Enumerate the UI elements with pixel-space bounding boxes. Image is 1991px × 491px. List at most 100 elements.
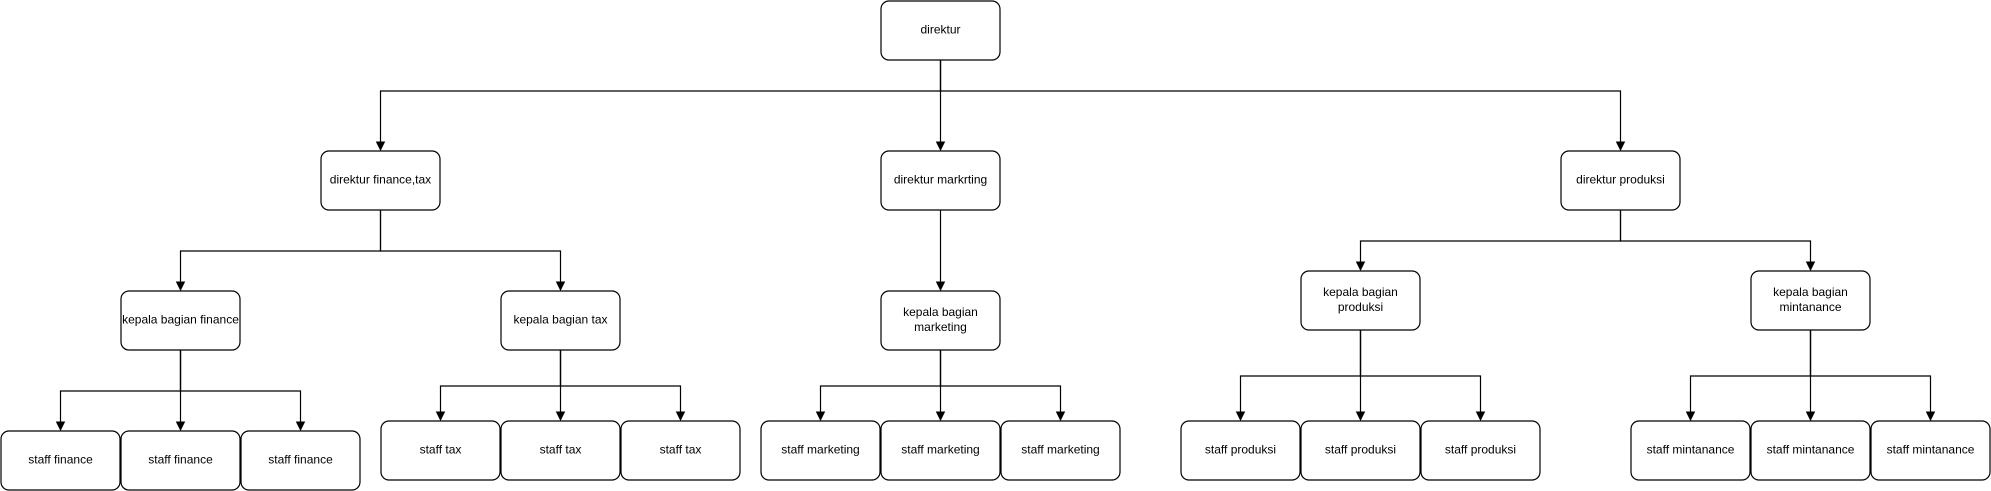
node-box-dir-produksi[interactable] — [1560, 150, 1681, 211]
node-box-staff-marketing-1[interactable] — [760, 420, 881, 481]
node-dir-marketing[interactable]: direktur markrting — [880, 150, 1001, 211]
node-staff-marketing-1[interactable]: staff marketing — [760, 420, 881, 481]
node-box-direktur[interactable] — [880, 0, 1001, 61]
node-box-staff-mintanance-1[interactable] — [1630, 420, 1751, 481]
node-box-staff-finance-3[interactable] — [240, 430, 361, 491]
node-label-staff-mintanance-2: staff mintanance — [1767, 443, 1855, 457]
node-label-line: staff finance — [268, 453, 333, 467]
edge-kb-mintanance-to-staff-mintanance-1 — [1685, 330, 1812, 421]
connector-layer — [55, 60, 1936, 431]
edge-kb-marketing-to-staff-marketing-3 — [939, 350, 1066, 421]
node-box-staff-tax-2[interactable] — [500, 420, 621, 481]
node-label-line: kepala bagian — [903, 305, 978, 319]
node-kb-finance[interactable]: kepala bagian finance — [120, 290, 241, 351]
node-box-staff-mintanance-3[interactable] — [1870, 420, 1991, 481]
node-label-line: marketing — [914, 320, 967, 334]
node-label-dir-produksi: direktur produksi — [1576, 173, 1665, 187]
node-box-staff-mintanance-2[interactable] — [1750, 420, 1871, 481]
node-box-staff-produksi-2[interactable] — [1300, 420, 1421, 481]
node-label-staff-mintanance-3: staff mintanance — [1887, 443, 1975, 457]
node-staff-tax-2[interactable]: staff tax — [500, 420, 621, 481]
node-label-line: staff mintanance — [1647, 443, 1735, 457]
node-staff-produksi-1[interactable]: staff produksi — [1180, 420, 1301, 481]
node-label-staff-marketing-2: staff marketing — [901, 443, 979, 457]
node-box-staff-marketing-3[interactable] — [1000, 420, 1121, 481]
node-box-staff-produksi-1[interactable] — [1180, 420, 1301, 481]
node-staff-tax-3[interactable]: staff tax — [620, 420, 741, 481]
edge-kb-tax-to-staff-tax-1 — [435, 350, 562, 421]
edge-dir-finance-tax-to-kb-finance — [175, 210, 382, 291]
node-staff-finance-1[interactable]: staff finance — [0, 430, 121, 491]
node-label-line: kepala bagian tax — [513, 313, 607, 327]
node-direktur[interactable]: direktur — [880, 0, 1001, 61]
edge-direktur-to-dir-finance-tax — [375, 60, 942, 151]
node-staff-produksi-2[interactable]: staff produksi — [1300, 420, 1421, 481]
node-label-staff-finance-2: staff finance — [148, 453, 213, 467]
edge-kb-finance-to-staff-finance-3 — [179, 350, 306, 431]
node-staff-marketing-3[interactable]: staff marketing — [1000, 420, 1121, 481]
edge-dir-produksi-to-kb-produksi — [1355, 210, 1622, 271]
node-staff-mintanance-2[interactable]: staff mintanance — [1750, 420, 1871, 481]
node-label-staff-marketing-1: staff marketing — [781, 443, 859, 457]
node-box-kb-mintanance[interactable] — [1750, 270, 1871, 331]
node-label-staff-finance-1: staff finance — [28, 453, 93, 467]
node-staff-finance-3[interactable]: staff finance — [240, 430, 361, 491]
edge-dir-finance-tax-to-kb-tax — [379, 210, 566, 291]
node-box-kb-marketing[interactable] — [880, 290, 1001, 351]
node-staff-finance-2[interactable]: staff finance — [120, 430, 241, 491]
node-label-staff-mintanance-1: staff mintanance — [1647, 443, 1735, 457]
node-label-staff-finance-3: staff finance — [268, 453, 333, 467]
node-label-dir-finance-tax: direktur finance,tax — [330, 173, 431, 187]
node-label-staff-tax-2: staff tax — [540, 443, 582, 457]
node-staff-mintanance-1[interactable]: staff mintanance — [1630, 420, 1751, 481]
node-box-staff-produksi-3[interactable] — [1420, 420, 1541, 481]
node-staff-produksi-3[interactable]: staff produksi — [1420, 420, 1541, 481]
node-label-line: staff produksi — [1445, 443, 1516, 457]
node-label-line: kepala bagian — [1773, 285, 1848, 299]
node-label-line: staff tax — [540, 443, 582, 457]
node-label-line: kepala bagian finance — [122, 313, 239, 327]
edge-direktur-to-dir-produksi — [939, 60, 1626, 151]
node-box-kb-finance[interactable] — [120, 290, 241, 351]
node-label-line: staff marketing — [1021, 443, 1099, 457]
node-label-line: staff marketing — [901, 443, 979, 457]
node-box-dir-finance-tax[interactable] — [320, 150, 441, 211]
node-label-line: direktur finance,tax — [330, 173, 431, 187]
node-label-dir-marketing: direktur markrting — [894, 173, 987, 187]
node-box-staff-tax-1[interactable] — [380, 420, 501, 481]
edge-kb-marketing-to-staff-marketing-1 — [815, 350, 942, 421]
node-kb-tax[interactable]: kepala bagian tax — [500, 290, 621, 351]
node-label-staff-produksi-3: staff produksi — [1445, 443, 1516, 457]
node-label-staff-marketing-3: staff marketing — [1021, 443, 1099, 457]
node-box-staff-marketing-2[interactable] — [880, 420, 1001, 481]
edge-kb-tax-to-staff-tax-3 — [559, 350, 686, 421]
node-label-line: staff tax — [420, 443, 462, 457]
node-label-line: staff finance — [148, 453, 213, 467]
node-box-kb-produksi[interactable] — [1300, 270, 1421, 331]
node-box-staff-tax-3[interactable] — [620, 420, 741, 481]
node-box-dir-marketing[interactable] — [880, 150, 1001, 211]
node-box-staff-finance-1[interactable] — [0, 430, 121, 491]
node-label-line: kepala bagian — [1323, 285, 1398, 299]
node-box-kb-tax[interactable] — [500, 290, 621, 351]
node-box-staff-finance-2[interactable] — [120, 430, 241, 491]
node-dir-finance-tax[interactable]: direktur finance,tax — [320, 150, 441, 211]
node-staff-marketing-2[interactable]: staff marketing — [880, 420, 1001, 481]
node-label-line: direktur — [920, 23, 960, 37]
node-staff-tax-1[interactable]: staff tax — [380, 420, 501, 481]
node-label-line: direktur markrting — [894, 173, 987, 187]
node-label-line: staff produksi — [1205, 443, 1276, 457]
node-label-staff-tax-3: staff tax — [660, 443, 702, 457]
node-label-line: staff mintanance — [1887, 443, 1975, 457]
node-label-staff-tax-1: staff tax — [420, 443, 462, 457]
node-dir-produksi[interactable]: direktur produksi — [1560, 150, 1681, 211]
node-staff-mintanance-3[interactable]: staff mintanance — [1870, 420, 1991, 481]
node-label-staff-produksi-1: staff produksi — [1205, 443, 1276, 457]
